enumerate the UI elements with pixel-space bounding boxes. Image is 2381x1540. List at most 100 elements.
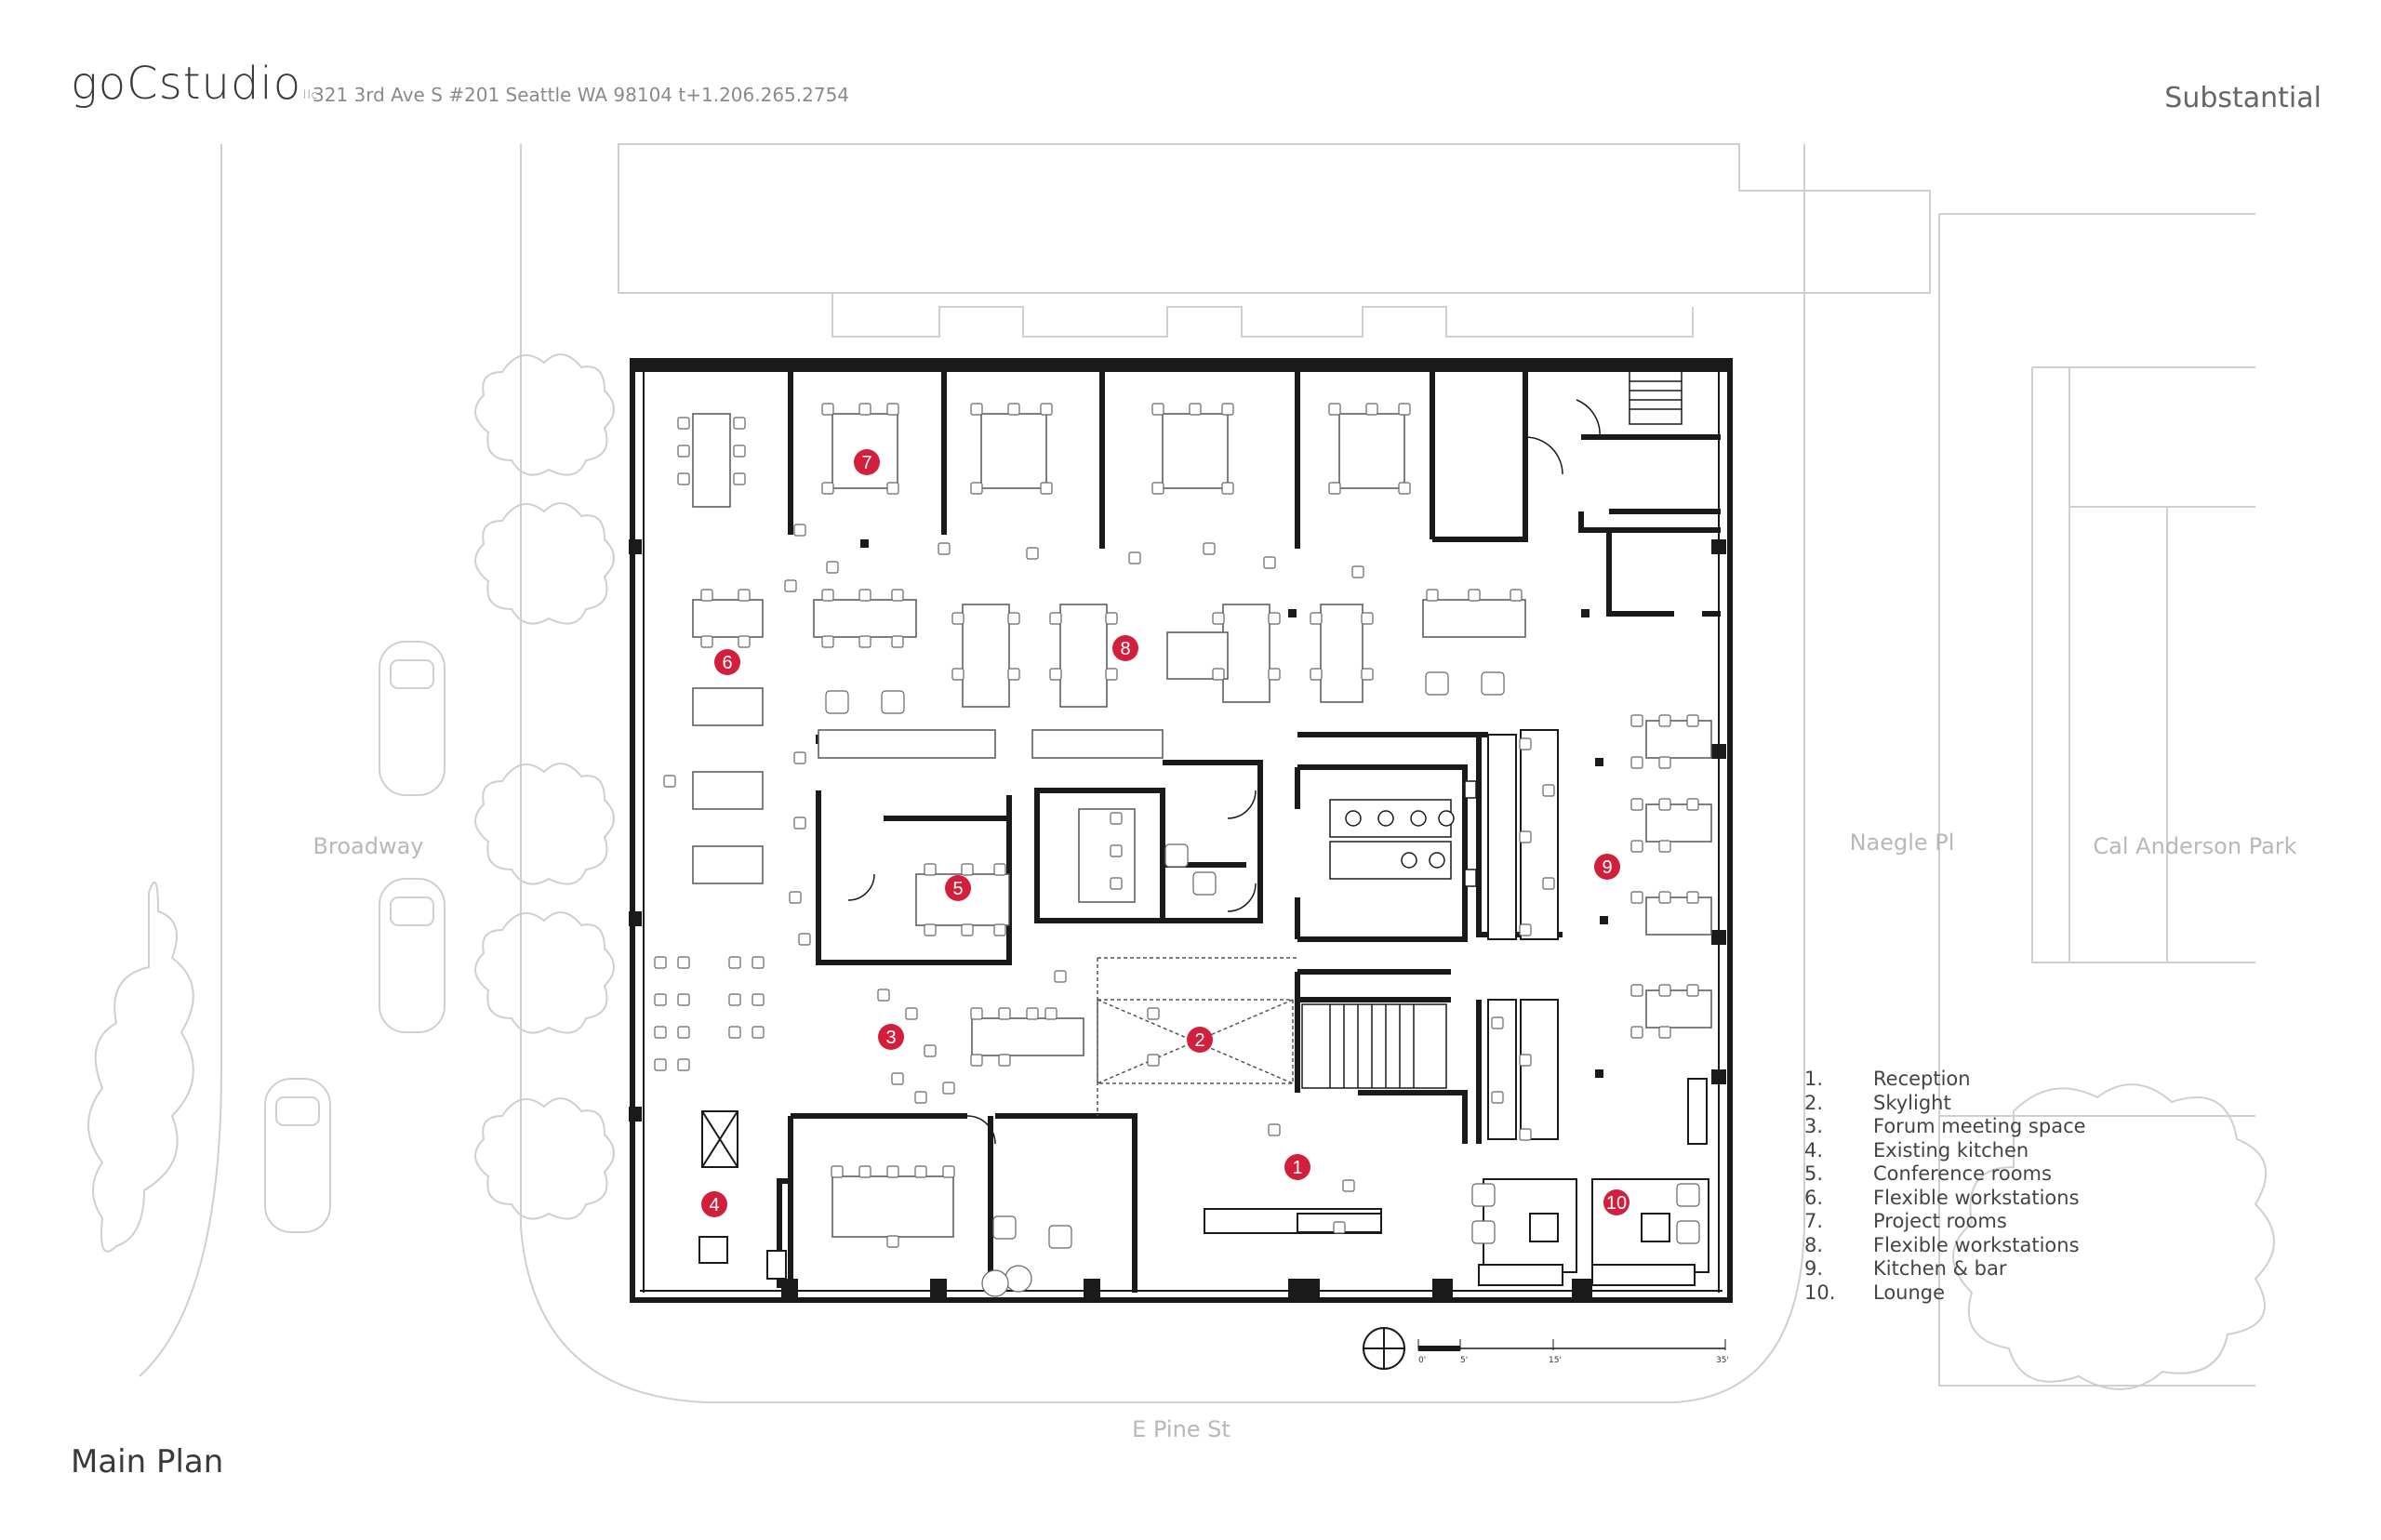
legend-label: Conference rooms [1873,1162,2052,1185]
legend-item: 9.Kitchen & bar [1804,1257,2086,1281]
table [692,771,764,810]
tree-3 [474,763,615,885]
chair [1630,840,1643,853]
legend-item: 8.Flexible workstations [1804,1234,2086,1258]
legend-item: 7.Project rooms [1804,1210,2086,1234]
room-marker-label-5: 5 [952,879,963,899]
chair [1686,984,1699,997]
chair [733,417,746,430]
room-marker-4 [701,1191,727,1217]
chair [677,1026,690,1039]
table [980,413,1047,489]
chair [789,891,802,904]
chair [1049,668,1062,681]
chair [1658,756,1671,769]
chair [1658,1026,1671,1039]
legend-item: 2. Skylight [1804,1092,2086,1116]
chair [1268,612,1281,625]
chair [886,482,899,495]
chair [1268,1123,1281,1136]
chair [1128,551,1141,564]
site-curb [520,144,1805,1403]
chair [891,1072,904,1085]
table [692,413,731,508]
chair [891,635,904,648]
chair [951,668,964,681]
chair [1147,1007,1160,1020]
table [692,687,764,726]
chair [1686,714,1699,727]
chair [1519,1054,1532,1067]
table [1031,729,1164,759]
legend-item: 5.Conference rooms [1804,1162,2086,1187]
chair [1365,403,1378,416]
project-room-partitions [788,367,1721,617]
project-name: Substantial [2164,82,2321,114]
chair [1519,923,1532,936]
table [1338,413,1405,489]
chair [1044,1007,1057,1020]
legend-label: Reception [1873,1068,1971,1090]
chair [993,863,1006,876]
workstation-tables [692,413,1712,1238]
room-marker-label-7: 7 [861,453,871,473]
reception-desk [698,1110,1382,1280]
chair [1542,784,1555,797]
chair [970,1007,983,1020]
chair [821,403,834,416]
tree-7 [1952,1083,2275,1390]
chair [924,1044,937,1057]
lounge-chair [881,690,905,714]
street-park: Cal Anderson Park [2093,833,2296,859]
chair [1519,830,1532,843]
chair [1151,403,1164,416]
chair [1263,556,1276,569]
chair [784,579,797,592]
legend-label: Forum meeting space [1873,1115,2086,1137]
chair [1328,403,1341,416]
table [1162,413,1229,489]
chair [738,635,751,648]
chair [1342,1179,1355,1192]
legend-number: 7. [1804,1210,1824,1232]
chair [970,403,983,416]
park-buildings [2031,366,2255,963]
legend-item: 4.Existing kitchen [1804,1139,2086,1163]
lounge-chair [992,1215,1017,1240]
chair [1630,756,1643,769]
chair [1328,482,1341,495]
legend-number: 6. [1804,1186,1824,1209]
scale-label-0: 0' [1418,1356,1426,1365]
chair [1054,970,1067,983]
neighbor-steps [831,293,1694,338]
car-3 [264,1078,331,1233]
chair [1105,668,1118,681]
chair [1630,984,1643,997]
room-marker-label-1: 1 [1292,1158,1302,1178]
lounge-chair [1425,671,1449,696]
chair [993,923,1006,936]
legend-number: 2. [1804,1091,1824,1114]
chair [1310,668,1323,681]
chair [677,956,690,969]
legend-label: Skylight [1873,1091,1951,1114]
room-marker-7 [854,449,880,475]
chair [998,1007,1011,1020]
room-marker-8 [1112,635,1138,661]
chair [942,1082,955,1095]
legend-number: 1. [1804,1068,1824,1090]
tree-4 [474,911,615,1034]
table [1645,720,1712,759]
room-marker-label-8: 8 [1120,639,1130,659]
scale-label-35: 35' [1716,1356,1729,1365]
chair [1221,403,1234,416]
lounge-chair [1164,843,1189,868]
table [1059,604,1108,708]
table [962,604,1010,708]
lounge-chair [1192,871,1217,896]
chair [1007,668,1020,681]
chair [752,956,765,969]
chair [793,524,806,537]
lounge-chair [1676,1183,1700,1207]
legend-item: 6.Flexible workstations [1804,1187,2086,1211]
